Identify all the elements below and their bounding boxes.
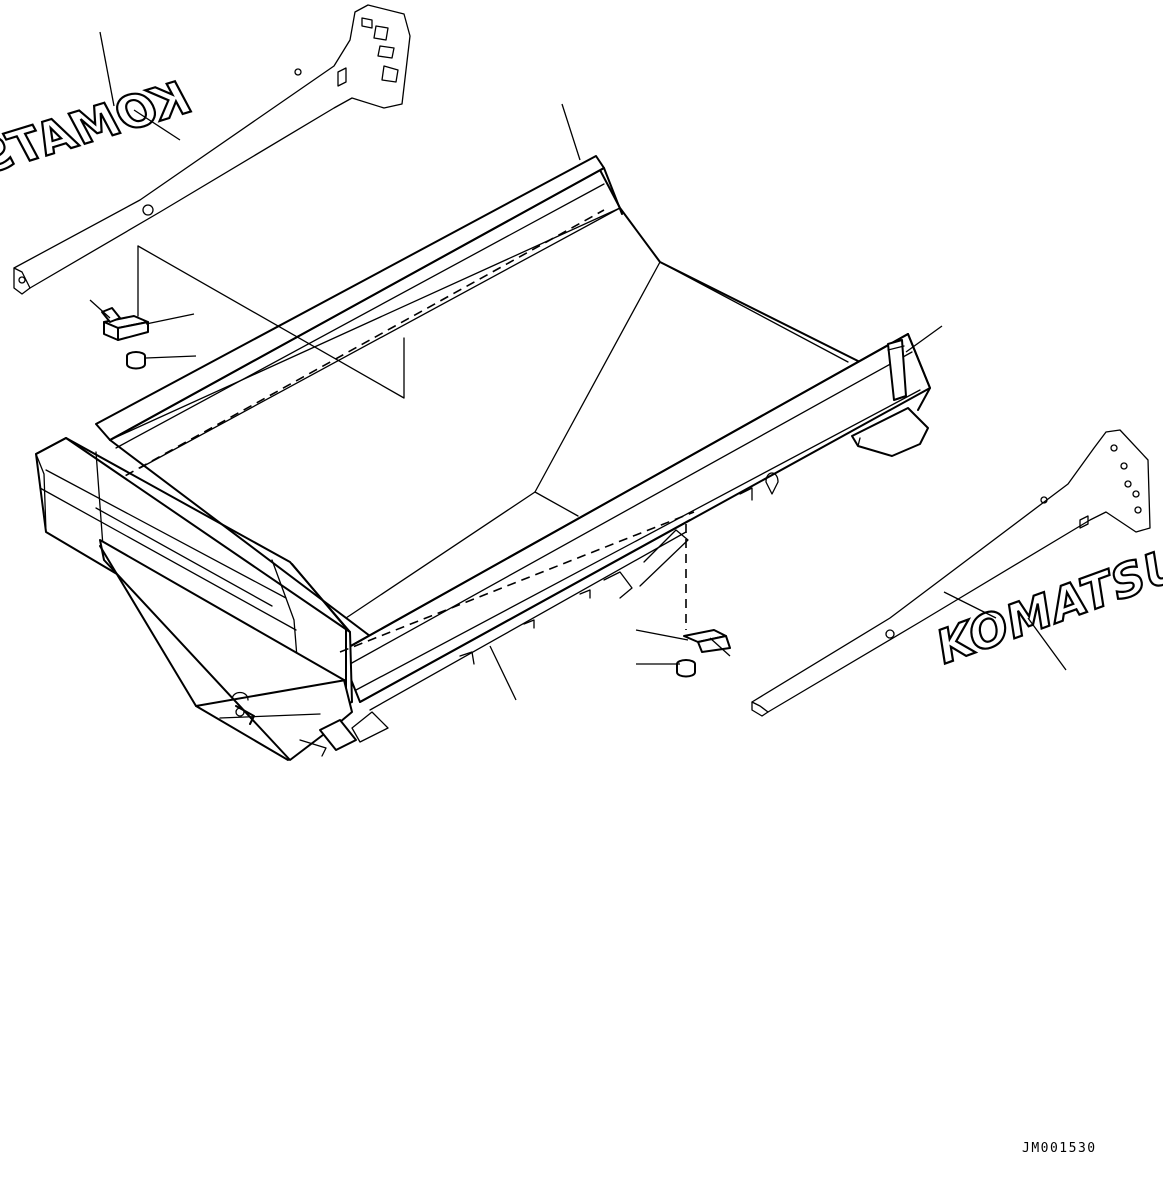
right-bumper-cap xyxy=(676,659,696,678)
left-bumper-pad xyxy=(101,307,149,341)
right-bumper-pad xyxy=(683,629,731,653)
right-komatsu-logo: KOMATSU xyxy=(928,534,1163,675)
left-komatsu-logo: KOMATSU xyxy=(0,69,196,198)
right-decal-strip xyxy=(751,429,1151,717)
left-decal-strip xyxy=(13,4,411,295)
dump-body xyxy=(35,155,931,761)
left-bumper-cap xyxy=(126,351,146,370)
left-logo-text: KOMATSU xyxy=(0,70,195,197)
leader-lines xyxy=(89,31,1067,701)
right-logo-text: KOMATSU xyxy=(929,535,1163,674)
drawing-code: JM001530 xyxy=(1022,1141,1097,1156)
side-panel xyxy=(99,539,353,761)
